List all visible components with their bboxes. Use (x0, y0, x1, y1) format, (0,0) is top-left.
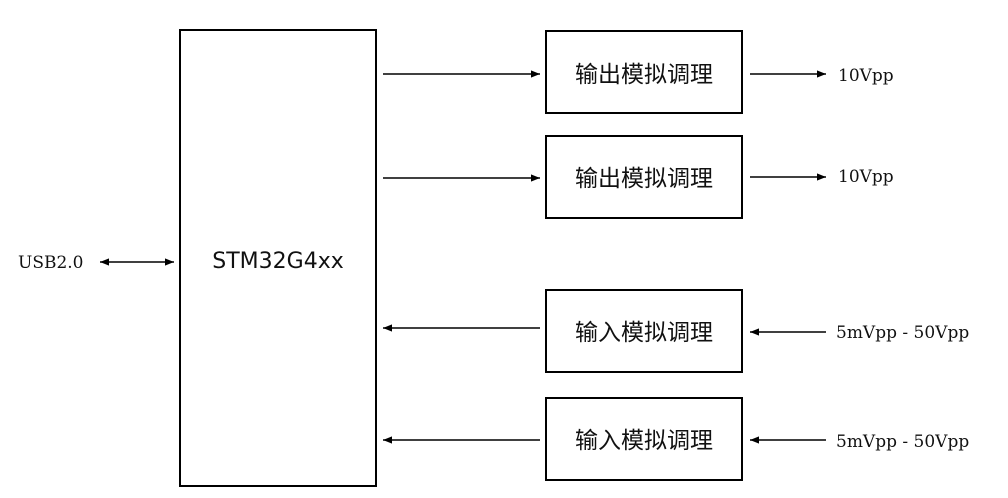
input-1-signal-label: 5mVpp - 50Vpp (836, 323, 969, 343)
input-conditioning-label-2: 输入模拟调理 (575, 428, 713, 454)
output-1-signal-label: 10Vpp (838, 66, 894, 86)
input-2-signal-label: 5mVpp - 50Vpp (836, 432, 969, 452)
mcu-label: STM32G4xx (212, 249, 343, 274)
output-conditioning-block-1 (545, 30, 743, 114)
input-conditioning-label-1: 输入模拟调理 (575, 320, 713, 346)
output-conditioning-block-2 (545, 135, 743, 219)
usb-label: USB2.0 (18, 253, 84, 273)
mcu-block (179, 29, 377, 487)
output-conditioning-label-2: 输出模拟调理 (575, 166, 713, 192)
input-conditioning-block-1 (545, 289, 743, 373)
output-conditioning-label-1: 输出模拟调理 (575, 62, 713, 88)
input-conditioning-block-2 (545, 397, 743, 481)
output-2-signal-label: 10Vpp (838, 167, 894, 187)
